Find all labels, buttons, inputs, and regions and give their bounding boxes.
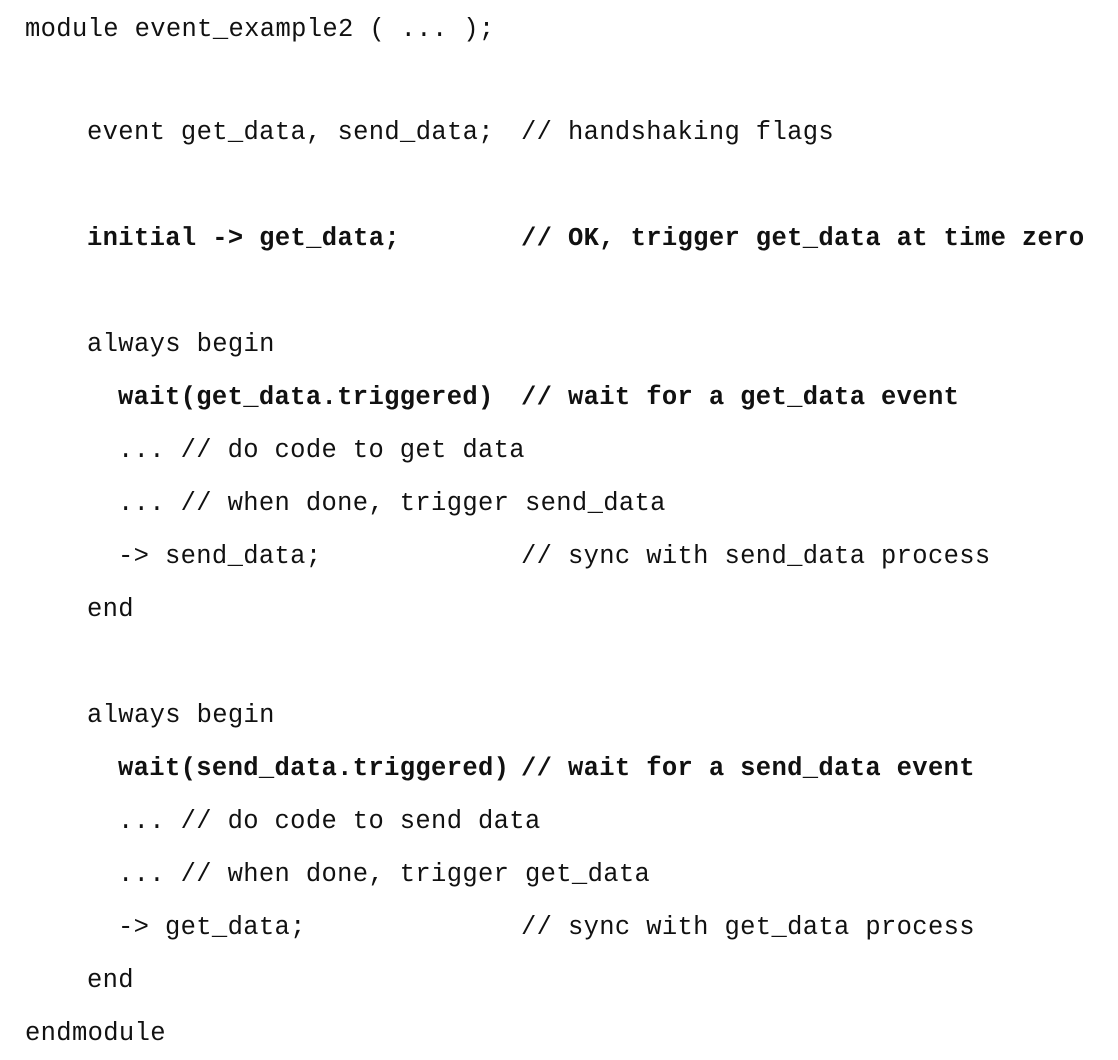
line-module-decl: module event_example2 ( ... );	[0, 0, 1118, 53]
line-trigger-send-data: -> send_data; // sync with send_data proc…	[0, 530, 1118, 583]
line-trigger-send-data-code: -> send_data;	[118, 542, 322, 571]
line-blank-2	[0, 159, 1118, 212]
line-when-done-send-code: ... // when done, trigger send_data	[118, 489, 666, 518]
line-endmodule: endmodule	[0, 1007, 1118, 1060]
line-wait-get-data: wait(get_data.triggered) // wait for a ge…	[0, 371, 1118, 424]
line-trigger-get-data: -> get_data; // sync with get_data proces…	[0, 901, 1118, 954]
line-when-done-get-code: ... // when done, trigger get_data	[118, 860, 651, 889]
line-end-2: end	[0, 954, 1118, 1007]
line-always-begin-2: always begin	[0, 689, 1118, 742]
line-always-begin-1-code: always begin	[87, 330, 275, 359]
line-wait-get-data-comment: // wait for a get_data event	[521, 383, 960, 412]
line-when-done-send: ... // when done, trigger send_data	[0, 477, 1118, 530]
line-end-2-code: end	[87, 966, 134, 995]
line-wait-send-data: wait(send_data.triggered) // wait for a s…	[0, 742, 1118, 795]
line-wait-send-data-comment: // wait for a send_data event	[521, 754, 975, 783]
line-blank-4	[0, 636, 1118, 689]
line-always-begin-1: always begin	[0, 318, 1118, 371]
line-blank-3	[0, 265, 1118, 318]
line-initial-trigger: initial -> get_data; // OK, trigger get_d…	[0, 212, 1118, 265]
line-trigger-get-data-code: -> get_data;	[118, 913, 306, 942]
line-event-decl: event get_data, send_data; // handshaking…	[0, 106, 1118, 159]
line-endmodule-code: endmodule	[25, 1019, 166, 1048]
line-trigger-send-data-comment: // sync with send_data process	[521, 542, 991, 571]
line-wait-send-data-code: wait(send_data.triggered)	[118, 754, 510, 783]
line-always-begin-2-code: always begin	[87, 701, 275, 730]
line-blank-1	[0, 53, 1118, 106]
line-do-code-get-code: ... // do code to get data	[118, 436, 525, 465]
line-do-code-send: ... // do code to send data	[0, 795, 1118, 848]
line-module-decl-code: module event_example2 ( ... );	[25, 15, 495, 44]
line-trigger-get-data-comment: // sync with get_data process	[521, 913, 975, 942]
line-when-done-get: ... // when done, trigger get_data	[0, 848, 1118, 901]
line-do-code-send-code: ... // do code to send data	[118, 807, 541, 836]
line-event-decl-comment: // handshaking flags	[521, 118, 835, 147]
line-do-code-get: ... // do code to get data	[0, 424, 1118, 477]
line-initial-trigger-comment: // OK, trigger get_data at time zero	[521, 224, 1085, 253]
line-event-decl-code: event get_data, send_data;	[87, 118, 494, 147]
line-wait-get-data-code: wait(get_data.triggered)	[118, 383, 494, 412]
line-end-1-code: end	[87, 595, 134, 624]
line-initial-trigger-code: initial -> get_data;	[87, 224, 401, 253]
line-end-1: end	[0, 583, 1118, 636]
